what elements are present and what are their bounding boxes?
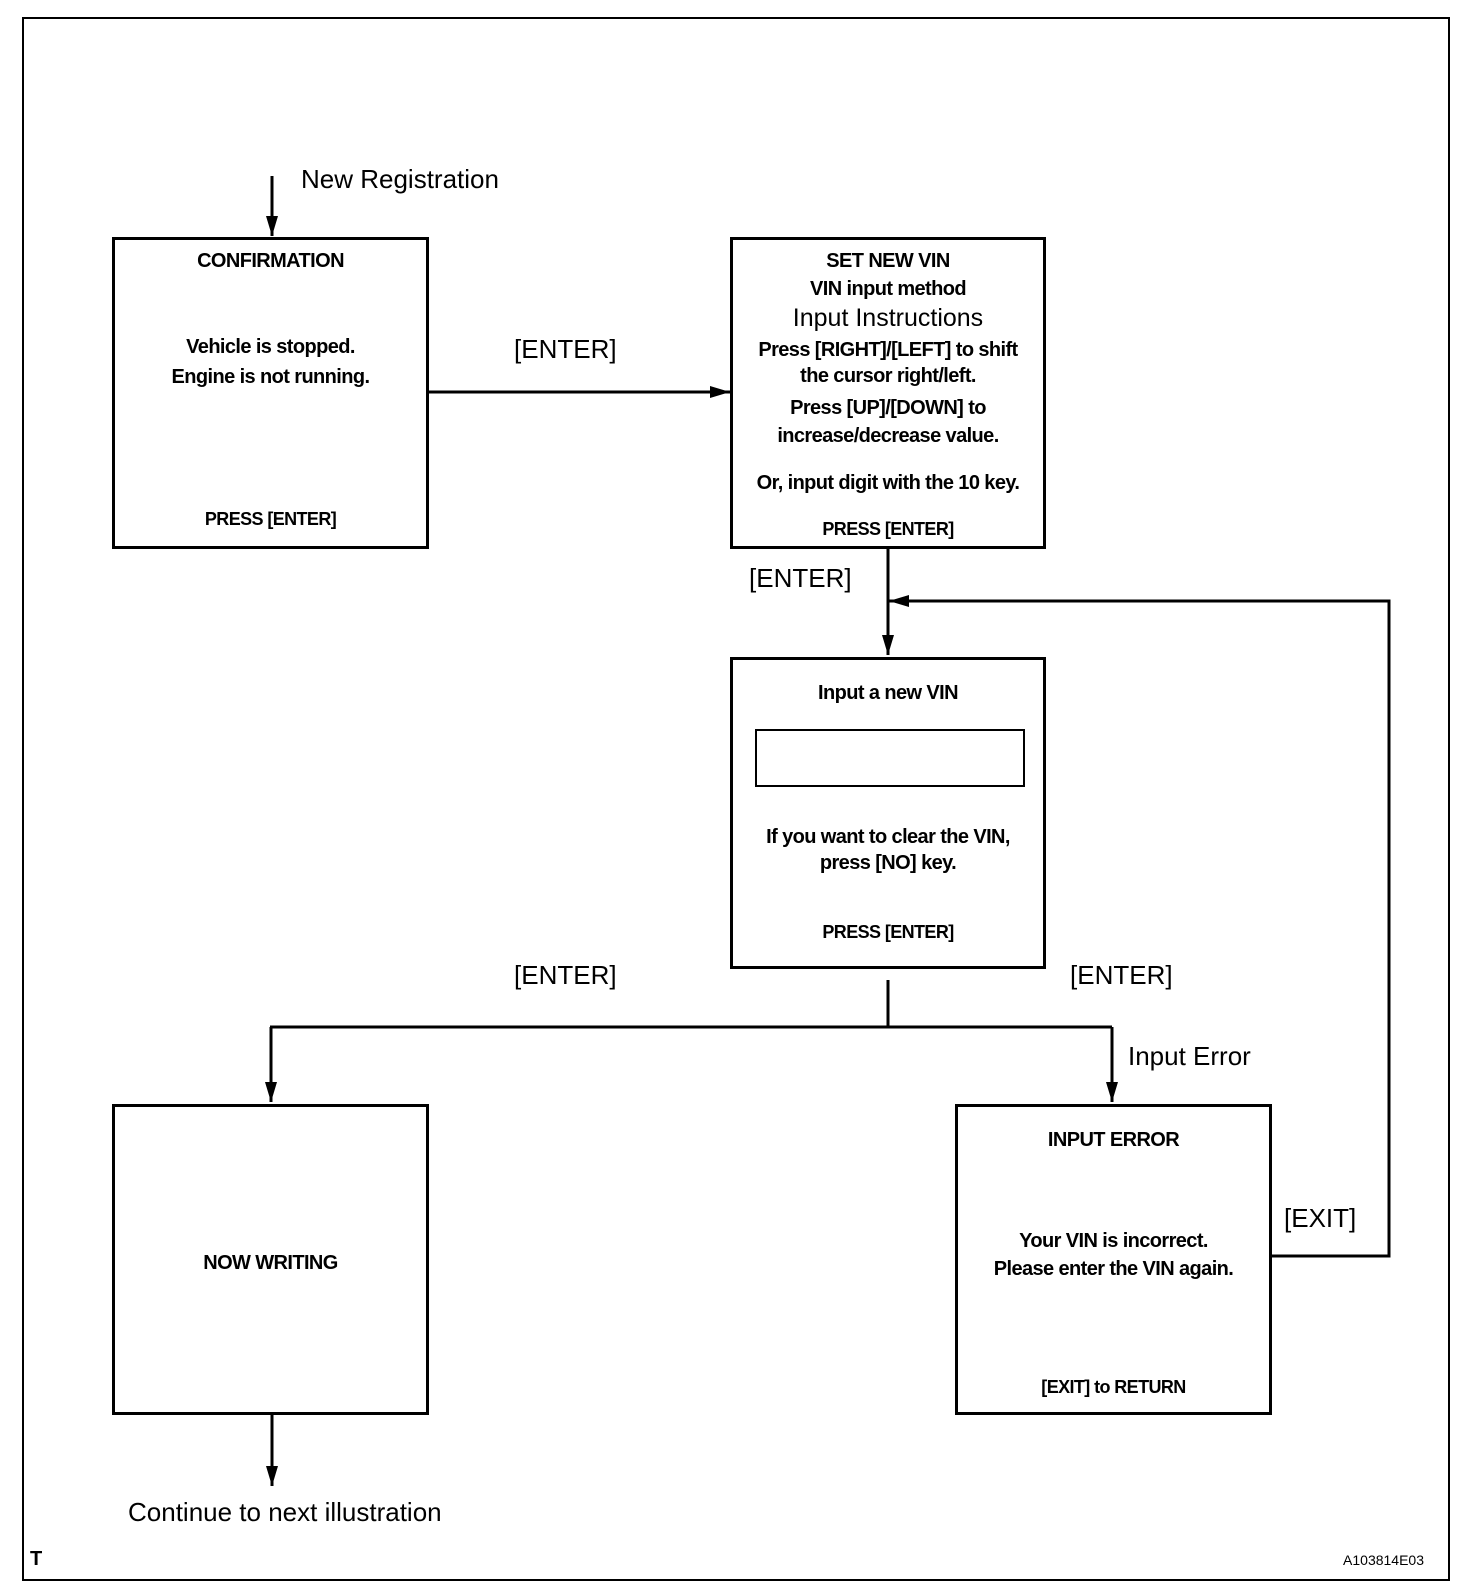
vin-input-field[interactable] bbox=[755, 729, 1025, 787]
input-vin-line-1: If you want to clear the VIN, bbox=[766, 826, 1010, 848]
set-new-vin-footer: PRESS [ENTER] bbox=[822, 519, 954, 539]
confirmation-footer: PRESS [ENTER] bbox=[204, 509, 337, 529]
input-vin-line-2: press [NO] key. bbox=[819, 852, 957, 874]
set-new-vin-screen: SET NEW VIN VIN input method Input Instr… bbox=[730, 237, 1046, 549]
input-error-footer: [EXIT] to RETURN bbox=[1041, 1377, 1186, 1397]
edge-label-set-to-input: [ENTER] bbox=[749, 563, 852, 593]
confirmation-screen: CONFIRMATION Vehicle is stopped. Engine … bbox=[112, 237, 429, 549]
set-new-vin-line-5: Or, input digit with the 10 key. bbox=[756, 472, 1020, 494]
confirmation-line-2: Engine is not running. bbox=[171, 366, 371, 388]
figure-id: A103814E03 bbox=[1343, 1552, 1424, 1568]
exit-label: Continue to next illustration bbox=[128, 1497, 442, 1527]
set-new-vin-line-3: Press [UP]/[DOWN] to bbox=[790, 397, 986, 419]
now-writing-title: NOW WRITING bbox=[203, 1252, 338, 1274]
confirmation-line-1: Vehicle is stopped. bbox=[186, 336, 355, 358]
edge-label-error-condition: Input Error bbox=[1128, 1041, 1251, 1071]
input-error-line-2: Please enter the VIN again. bbox=[993, 1258, 1234, 1280]
edge-label-input-to-error: [ENTER] bbox=[1070, 960, 1173, 990]
diagram-frame bbox=[22, 17, 1450, 1581]
edge-label-confirm-to-set: [ENTER] bbox=[514, 334, 617, 364]
edge-label-input-to-writing: [ENTER] bbox=[514, 960, 617, 990]
input-vin-screen: Input a new VIN If you want to clear the… bbox=[730, 657, 1046, 969]
error-return-path bbox=[1090, 599, 1391, 1258]
now-writing-screen: NOW WRITING bbox=[112, 1104, 429, 1415]
set-new-vin-line-4: increase/decrease value. bbox=[777, 425, 999, 447]
set-new-vin-subtitle: VIN input method bbox=[810, 278, 967, 300]
set-new-vin-title: SET NEW VIN bbox=[826, 250, 950, 272]
set-new-vin-heading: Input Instructions bbox=[792, 304, 984, 332]
set-new-vin-line-2: the cursor right/left. bbox=[800, 365, 976, 387]
input-error-line-1: Your VIN is incorrect. bbox=[1019, 1230, 1208, 1252]
edge-label-error-return: [EXIT] bbox=[1284, 1203, 1357, 1233]
input-error-screen: INPUT ERROR Your VIN is incorrect. Pleas… bbox=[955, 1104, 1272, 1415]
confirmation-title: CONFIRMATION bbox=[197, 250, 344, 272]
input-vin-footer: PRESS [ENTER] bbox=[822, 922, 954, 942]
set-new-vin-line-1: Press [RIGHT]/[LEFT] to shift bbox=[758, 339, 1018, 361]
entry-label: New Registration bbox=[301, 164, 499, 194]
corner-mark: T bbox=[30, 1548, 43, 1570]
input-vin-title: Input a new VIN bbox=[818, 682, 959, 704]
input-error-title: INPUT ERROR bbox=[1047, 1129, 1180, 1151]
